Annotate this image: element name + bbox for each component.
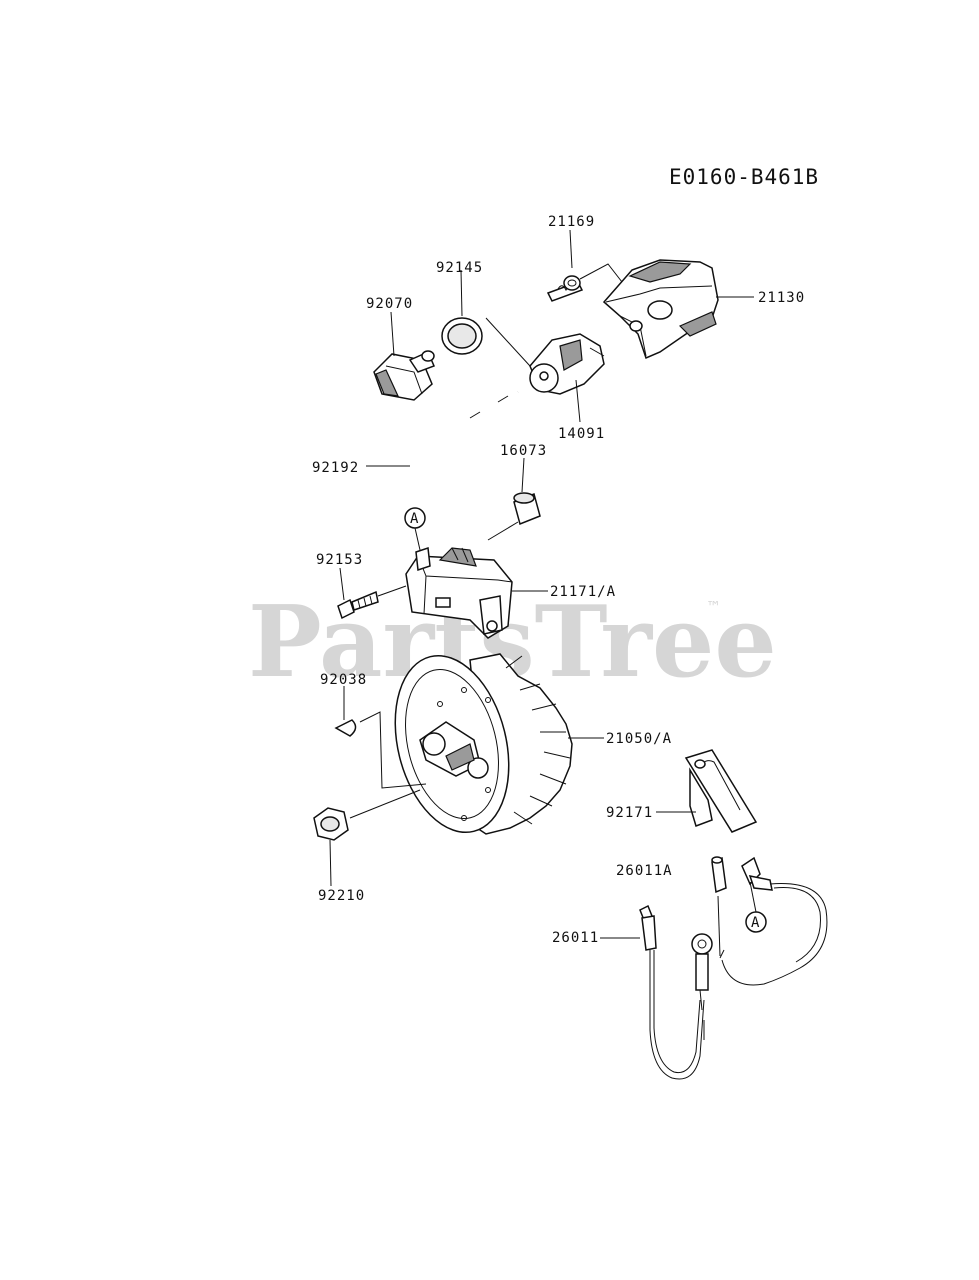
label-92171[interactable]: 92171 xyxy=(606,805,653,821)
label-92210[interactable]: 92210 xyxy=(318,888,365,904)
trademark-symbol: ™ xyxy=(706,598,721,616)
part-21171A-ignition-coil[interactable] xyxy=(405,546,513,639)
ground-wire[interactable] xyxy=(719,883,828,986)
label-92192[interactable]: 92192 xyxy=(312,460,359,476)
label-21050A[interactable]: 21050/A xyxy=(606,731,672,747)
callout-a-coil-label: A xyxy=(410,511,419,527)
label-92038[interactable]: 92038 xyxy=(320,672,367,688)
leader-lines xyxy=(329,229,754,939)
callout-a-wire: A xyxy=(745,881,767,933)
label-92070[interactable]: 92070 xyxy=(366,296,413,312)
part-92192-ignition-lead[interactable] xyxy=(405,390,519,571)
part-26011A-connector[interactable] xyxy=(711,856,773,957)
label-21171A[interactable]: 21171/A xyxy=(550,584,616,600)
label-21169[interactable]: 21169 xyxy=(548,214,595,230)
label-92145[interactable]: 92145 xyxy=(436,260,483,276)
diagram-code: E0160-B461B xyxy=(669,165,819,189)
part-14091-plug-cap[interactable] xyxy=(529,333,605,395)
label-92153[interactable]: 92153 xyxy=(316,552,363,568)
part-16073-bushing[interactable] xyxy=(487,492,541,541)
part-21169-spring[interactable] xyxy=(546,263,623,302)
part-92145-ring[interactable] xyxy=(441,317,531,367)
part-92153-bolt[interactable] xyxy=(337,585,407,620)
label-21130[interactable]: 21130 xyxy=(758,290,805,306)
part-92210-nut[interactable] xyxy=(313,789,421,841)
label-16073[interactable]: 16073 xyxy=(500,443,547,459)
label-26011A[interactable]: 26011A xyxy=(616,863,673,879)
part-labels: 21169 92145 92070 21130 14091 92192 1607… xyxy=(312,214,805,946)
callout-a-wire-label: A xyxy=(751,915,760,931)
part-21130-cover[interactable] xyxy=(602,259,719,360)
part-26011-lead-terminal[interactable] xyxy=(639,904,713,1080)
part-92038-key[interactable] xyxy=(334,711,427,789)
label-26011[interactable]: 26011 xyxy=(552,930,599,946)
label-14091[interactable]: 14091 xyxy=(558,426,605,442)
part-21050A-flywheel[interactable] xyxy=(378,644,573,845)
part-92171-clip[interactable] xyxy=(684,749,758,833)
part-92070-spark-plug[interactable] xyxy=(373,350,435,401)
callout-a-coil: A xyxy=(404,507,426,551)
